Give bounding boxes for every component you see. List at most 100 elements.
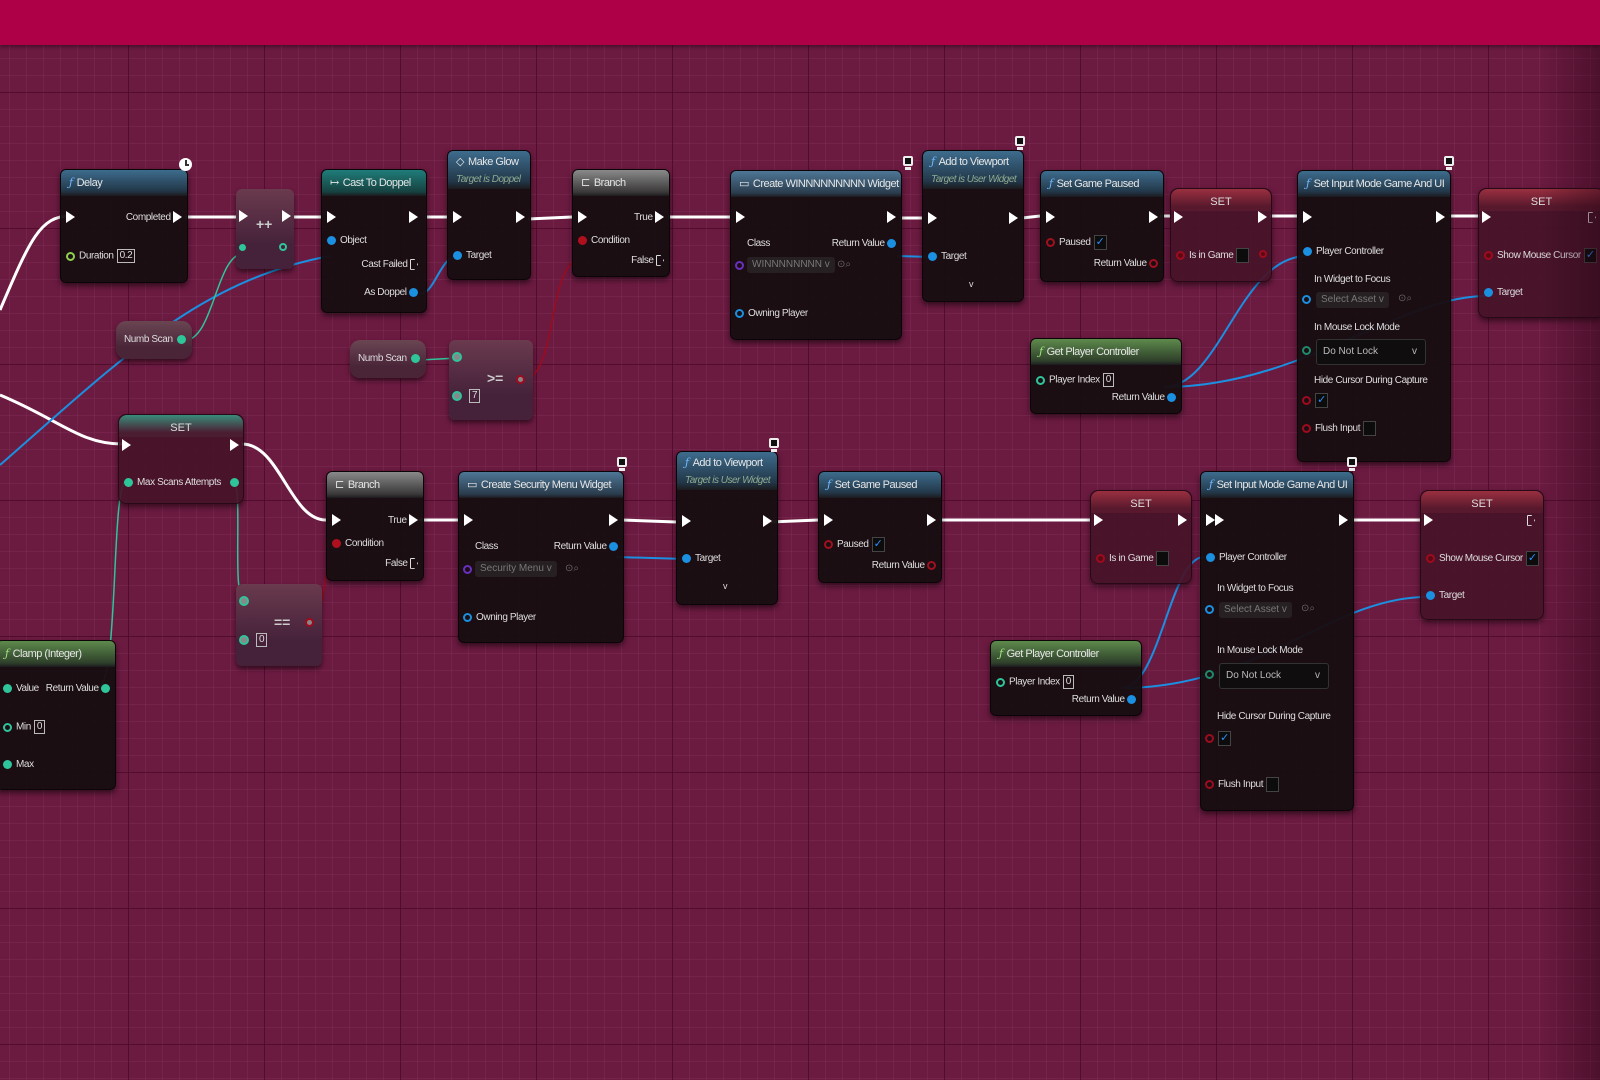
search-icon[interactable]: ⌕ (845, 259, 851, 270)
hide-cursor-pin[interactable] (1302, 394, 1315, 408)
min-input[interactable]: 0 (33, 720, 46, 734)
exec-in-pin[interactable] (332, 514, 341, 528)
exec-out-pin[interactable] (887, 211, 896, 225)
class-pin[interactable] (463, 563, 476, 577)
exec-in-pin[interactable] (453, 211, 462, 225)
expand-chevron-icon[interactable]: v (969, 279, 974, 289)
show-mouse-cursor-pin[interactable]: Show Mouse Cursor✓ (1484, 248, 1597, 263)
hide-cursor-checkbox-wrap[interactable]: ✓ (1215, 731, 1231, 746)
int-out-pin[interactable] (279, 241, 291, 255)
exec-in-pin[interactable] (464, 514, 473, 528)
false-pin[interactable]: False (385, 557, 418, 571)
exec-in-pin[interactable] (1206, 514, 1224, 528)
paused-pin[interactable]: Paused✓ (824, 537, 885, 552)
compare-value-input[interactable]: 0 (256, 633, 268, 647)
is-in-game-checkbox[interactable] (1236, 248, 1250, 263)
exec-out-pin[interactable] (927, 514, 936, 528)
class-pin[interactable] (735, 259, 748, 273)
exec-out-pin[interactable] (230, 439, 239, 453)
exec-out-pin[interactable] (282, 210, 291, 224)
branch-node[interactable]: ⊏Branch True Condition False (572, 169, 670, 277)
paused-checkbox[interactable]: ✓ (1093, 235, 1107, 250)
return-value-pin[interactable]: Return Value (1112, 391, 1176, 405)
exec-in-pin[interactable] (1482, 211, 1491, 225)
set-is-in-game-node[interactable]: SET Is in Game (1170, 188, 1272, 282)
exec-in-pin[interactable] (239, 210, 248, 224)
condition-pin[interactable]: Condition (332, 537, 384, 551)
exec-in-pin[interactable] (66, 211, 75, 225)
search-icon[interactable]: ⌕ (1406, 293, 1412, 304)
paused-pin[interactable]: Paused✓ (1046, 235, 1107, 250)
player-controller-pin[interactable]: Player Controller (1206, 551, 1287, 565)
flush-input-pin[interactable]: Flush Input (1205, 777, 1280, 792)
search-icon[interactable]: ⌕ (1309, 603, 1315, 614)
exec-out-pin[interactable] (609, 514, 618, 528)
numb-scan-getter[interactable]: Numb Scan (116, 321, 192, 359)
flush-input-pin[interactable]: Flush Input (1302, 421, 1377, 436)
exec-out-pin[interactable] (1178, 514, 1187, 528)
show-mouse-cursor-pin[interactable]: Show Mouse Cursor✓ (1426, 551, 1539, 566)
exec-in-pin[interactable] (1174, 211, 1183, 225)
is-in-game-pin[interactable]: Is in Game (1096, 551, 1170, 566)
completed-pin[interactable]: Completed (126, 211, 182, 225)
target-pin[interactable]: Target (928, 250, 967, 264)
exec-out-pin[interactable] (1588, 211, 1596, 225)
return-value-pin[interactable]: Return Value (872, 559, 936, 573)
exec-out-pin[interactable] (1149, 211, 1158, 225)
exec-in-pin[interactable] (1424, 514, 1433, 528)
exec-in-pin[interactable] (928, 212, 937, 226)
greater-equal-node[interactable]: 7 >= (449, 340, 533, 420)
paused-checkbox[interactable]: ✓ (871, 537, 885, 552)
duration-input[interactable]: 0.2 (116, 249, 136, 263)
set-max-scans-attempts-node[interactable]: SET Max Scans Attempts (118, 414, 244, 504)
value-pin[interactable]: Value (3, 682, 39, 696)
widget-to-focus-select[interactable]: Select Asset v (1316, 292, 1389, 308)
widget-to-focus-pin[interactable] (1205, 603, 1218, 617)
exec-out-pin[interactable] (1527, 514, 1535, 528)
numb-scan-pin[interactable]: Numb Scan (358, 352, 420, 366)
cast-failed-pin[interactable]: Cast Failed (361, 258, 418, 272)
expand-chevron-icon[interactable]: v (723, 581, 728, 591)
browse-icon[interactable]: ⊙⌕ (1398, 293, 1412, 304)
true-pin[interactable]: True (388, 514, 418, 528)
true-pin[interactable]: True (634, 211, 664, 225)
max-scans-attempts-pin[interactable]: Max Scans Attempts (124, 476, 221, 490)
condition-pin[interactable]: Condition (578, 234, 630, 248)
exec-in-pin[interactable] (327, 211, 336, 225)
int-in-pin[interactable] (239, 241, 250, 255)
exec-in-pin[interactable] (578, 211, 587, 225)
return-value-pin[interactable]: Return Value (554, 540, 618, 554)
owning-player-pin[interactable]: Owning Player (463, 611, 536, 625)
exec-in-pin[interactable] (122, 439, 131, 453)
hide-cursor-checkbox[interactable]: ✓ (1315, 393, 1328, 408)
int-b-pin[interactable]: 0 (239, 633, 268, 648)
return-value-pin[interactable]: Return Value (832, 237, 896, 251)
cast-to-doppel-node[interactable]: ↦Cast To Doppel Object Cast Failed As Do… (321, 169, 427, 313)
show-mouse-cursor-checkbox[interactable]: ✓ (1583, 248, 1597, 263)
is-in-game-pin[interactable]: Is in Game (1176, 248, 1250, 263)
int-a-pin[interactable] (452, 351, 466, 365)
flush-input-checkbox[interactable] (1363, 421, 1377, 436)
browse-icon[interactable]: ⊙⌕ (565, 563, 579, 574)
return-value-pin[interactable]: Return Value (46, 682, 110, 696)
set-is-in-game-node[interactable]: SET Is in Game (1090, 490, 1192, 584)
target-pin[interactable]: Target (682, 552, 721, 566)
exec-in-pin[interactable] (1303, 211, 1312, 225)
target-pin[interactable]: Target (1484, 286, 1523, 300)
exec-in-pin[interactable] (824, 514, 833, 528)
exec-out-pin[interactable] (1436, 211, 1445, 225)
exec-out-pin[interactable] (516, 211, 525, 225)
target-pin[interactable]: Target (453, 249, 492, 263)
exec-out-pin[interactable] (1009, 212, 1018, 226)
exec-out-pin[interactable] (1339, 514, 1348, 528)
